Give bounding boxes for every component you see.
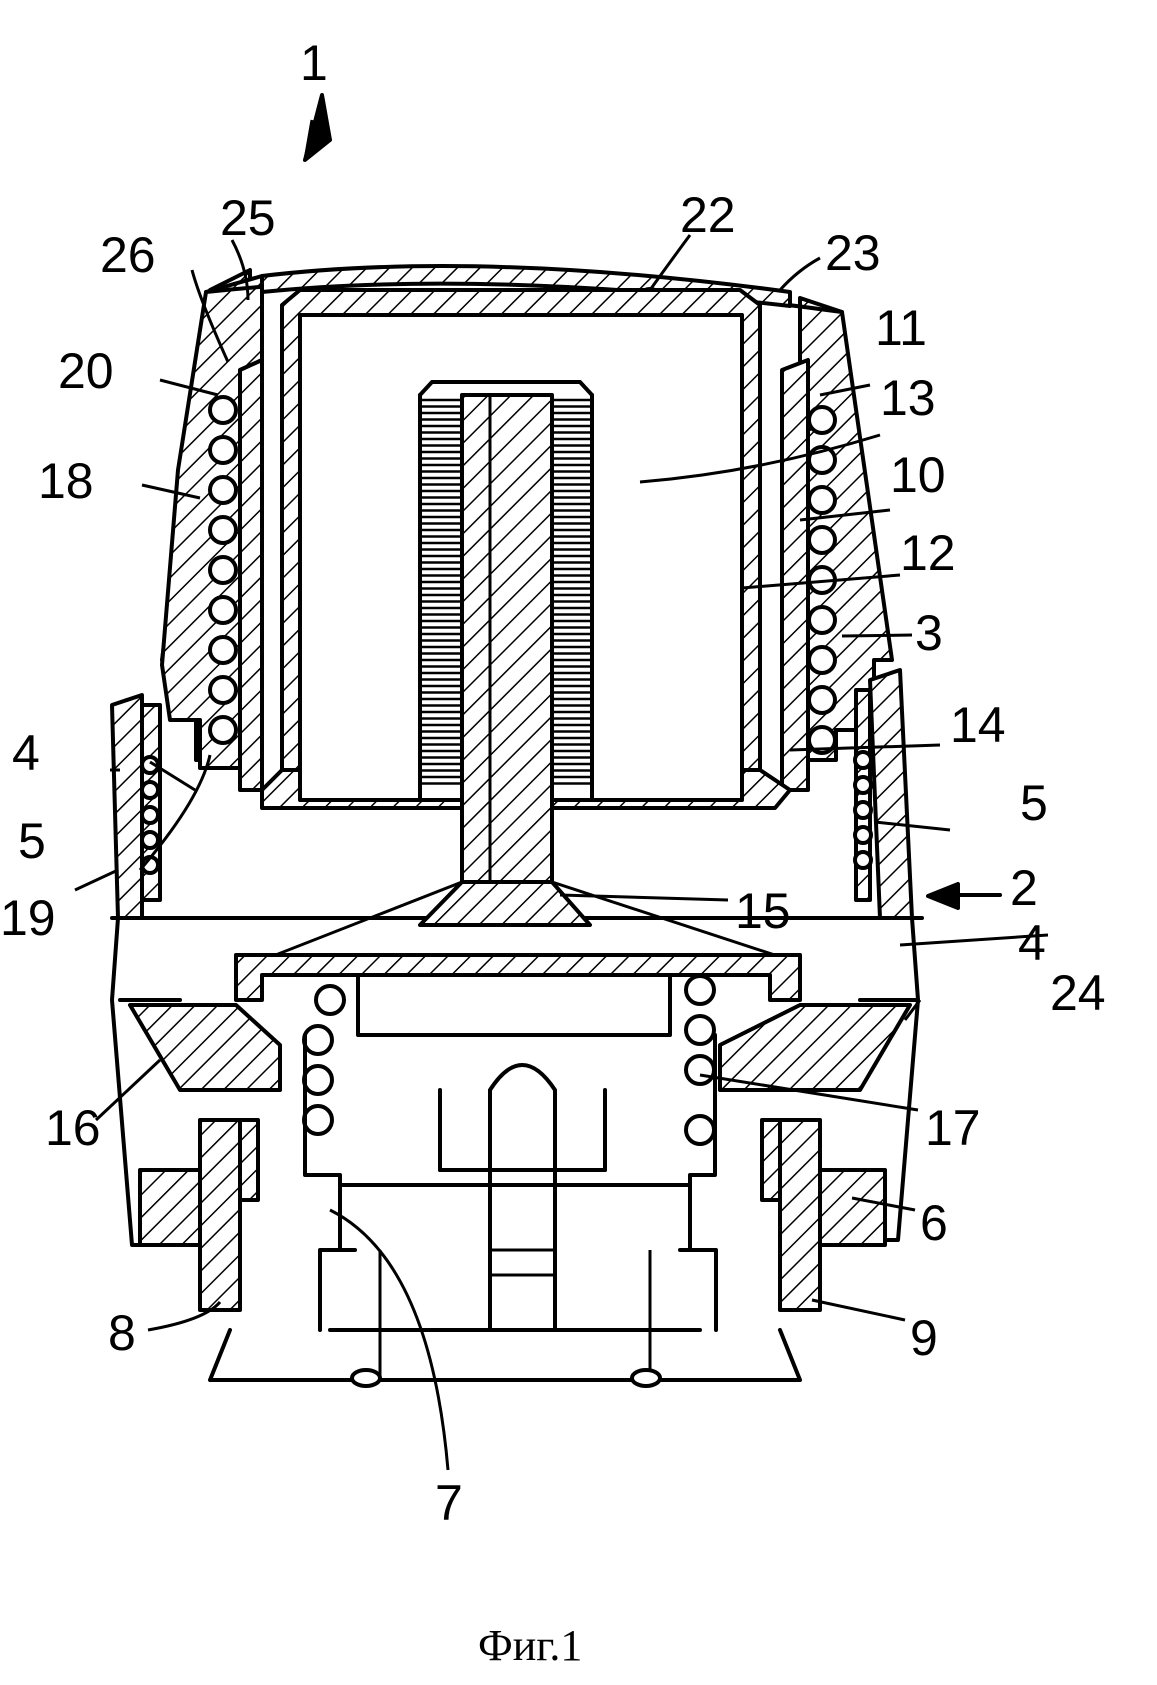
label-18: 18 bbox=[38, 453, 94, 509]
bellows-rib bbox=[552, 400, 592, 784]
clamp-nut-part-9 bbox=[762, 1120, 885, 1310]
bellows-rib bbox=[420, 400, 462, 784]
coil-spring-part-18 bbox=[210, 397, 236, 743]
label-2: 2 bbox=[1010, 860, 1038, 916]
piston-plate bbox=[130, 955, 910, 1090]
label-4-left: 4 bbox=[12, 725, 40, 781]
label-8: 8 bbox=[108, 1305, 136, 1361]
label-4-right: 4 bbox=[1018, 915, 1046, 971]
label-17: 17 bbox=[925, 1100, 981, 1156]
label-13: 13 bbox=[880, 370, 936, 426]
label-3: 3 bbox=[915, 605, 943, 661]
label-9: 9 bbox=[910, 1310, 938, 1366]
label-5-right: 5 bbox=[1020, 775, 1048, 831]
label-14: 14 bbox=[950, 697, 1006, 753]
label-25: 25 bbox=[220, 190, 276, 246]
label-23: 23 bbox=[825, 225, 881, 281]
label-12: 12 bbox=[900, 525, 956, 581]
label-5-left: 5 bbox=[18, 813, 46, 869]
label-1: 1 bbox=[300, 35, 328, 91]
label-6: 6 bbox=[920, 1195, 948, 1251]
label-26: 26 bbox=[100, 227, 156, 283]
label-15: 15 bbox=[735, 883, 791, 939]
valve-body-part-6 bbox=[210, 1035, 800, 1386]
label-11: 11 bbox=[875, 300, 927, 356]
clamp-nut-part-8 bbox=[140, 1120, 258, 1310]
label-10: 10 bbox=[890, 447, 946, 503]
figure-caption: Фиг.1 bbox=[478, 1621, 582, 1670]
label-16: 16 bbox=[45, 1100, 101, 1156]
label-24: 24 bbox=[1050, 965, 1106, 1021]
label-7: 7 bbox=[435, 1475, 463, 1531]
label-19: 19 bbox=[0, 890, 56, 946]
label-20: 20 bbox=[58, 343, 114, 399]
label-22: 22 bbox=[680, 187, 736, 243]
